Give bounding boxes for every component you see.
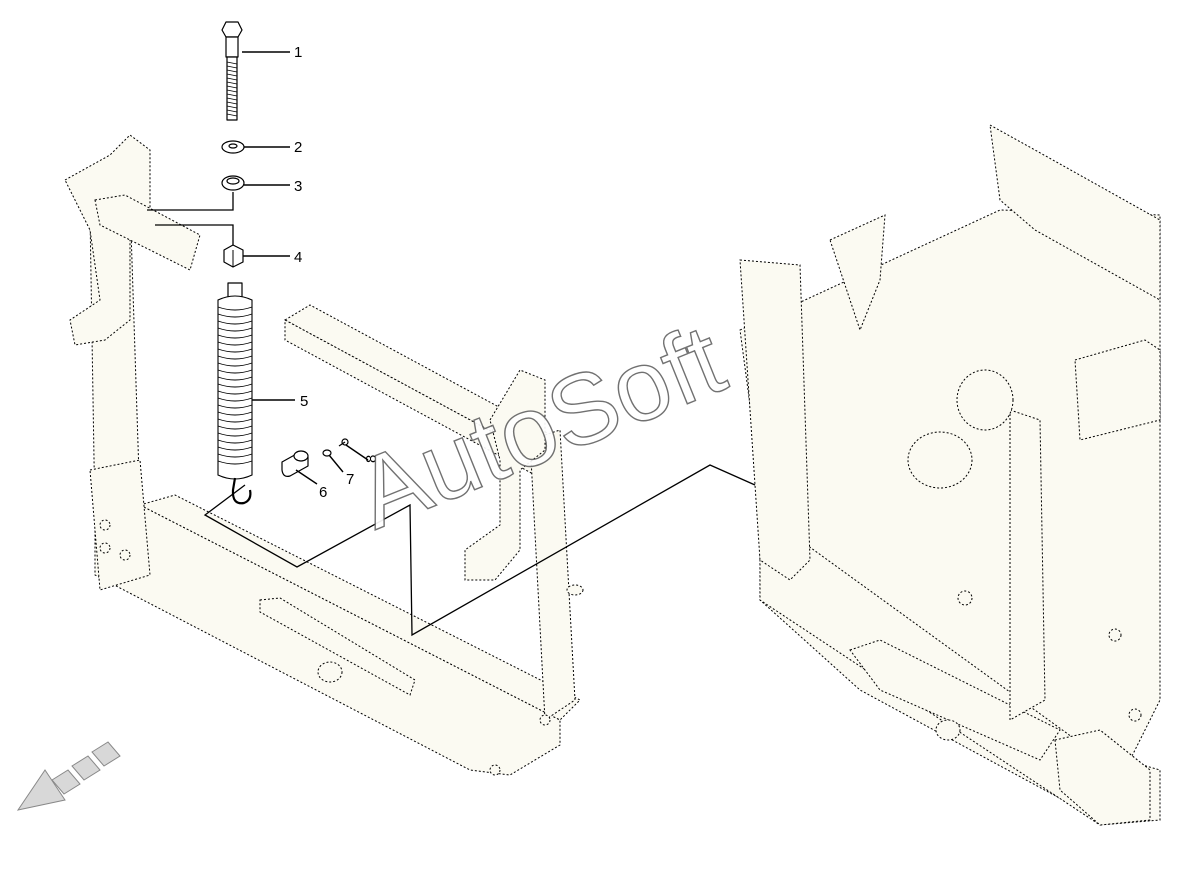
housing-port-2 xyxy=(907,431,973,489)
stud-1 xyxy=(1108,628,1122,642)
plate-hole-3 xyxy=(119,549,131,561)
callout-8: 8 xyxy=(363,455,380,463)
bottom-beam-top-face xyxy=(138,494,581,721)
callout-1: 1 xyxy=(294,44,302,61)
lower-skid-plate xyxy=(849,639,1061,761)
left-upright-plate xyxy=(89,459,151,591)
right-upright xyxy=(529,429,576,721)
bottom-bracket xyxy=(1054,729,1151,826)
plate-hole-2 xyxy=(99,542,111,554)
left-hitch-plate xyxy=(64,134,151,346)
bracket-line-bottom xyxy=(203,464,756,637)
part-small-washer[interactable] xyxy=(322,449,332,457)
bottom-beam-hole xyxy=(317,661,343,683)
bottom-rail xyxy=(259,597,416,696)
right-hitch-plate xyxy=(464,369,546,581)
leader-6 xyxy=(295,469,318,485)
leader-7 xyxy=(328,454,344,473)
direction-arrow-icon xyxy=(16,741,121,811)
callout-7: 7 xyxy=(346,471,354,488)
side-hole xyxy=(957,590,973,606)
left-frame-assembly xyxy=(64,134,584,776)
top-crossbar xyxy=(94,194,201,271)
stud-2 xyxy=(1128,708,1142,722)
right-machine-body xyxy=(739,124,1161,826)
callout-4: 4 xyxy=(294,249,302,266)
leader-lines xyxy=(242,51,369,485)
bracket-line-top xyxy=(147,192,234,211)
left-side-arm xyxy=(739,259,811,581)
leader-8 xyxy=(345,444,369,461)
part-cotter-pin[interactable] xyxy=(338,438,349,447)
bracket-line-spring xyxy=(155,224,234,245)
callout-3: 3 xyxy=(294,178,302,195)
part-pin[interactable] xyxy=(281,450,309,477)
housing-port-1 xyxy=(956,369,1014,431)
callout-numbers: 1 2 3 4 5 6 7 8 xyxy=(294,44,380,501)
part-spring[interactable] xyxy=(217,282,253,505)
front-bracket xyxy=(1074,339,1161,441)
callout-6: 6 xyxy=(319,484,327,501)
part-bolt[interactable] xyxy=(221,21,243,121)
callout-5: 5 xyxy=(300,393,308,410)
plate-hole-4 xyxy=(539,714,551,726)
lug-hole xyxy=(566,584,584,596)
rear-frame-top xyxy=(989,124,1161,301)
part-flat-washer[interactable] xyxy=(221,140,245,154)
reference-lines xyxy=(147,192,756,637)
part-nut[interactable] xyxy=(223,244,244,268)
part-lock-washer[interactable] xyxy=(221,175,245,191)
chassis-hole xyxy=(935,719,961,741)
callout-2: 2 xyxy=(294,139,302,156)
mid-side-arm xyxy=(829,214,886,332)
plate-hole-5 xyxy=(489,764,501,776)
plate-hole-1 xyxy=(99,519,111,531)
rear-upright xyxy=(1009,409,1046,721)
